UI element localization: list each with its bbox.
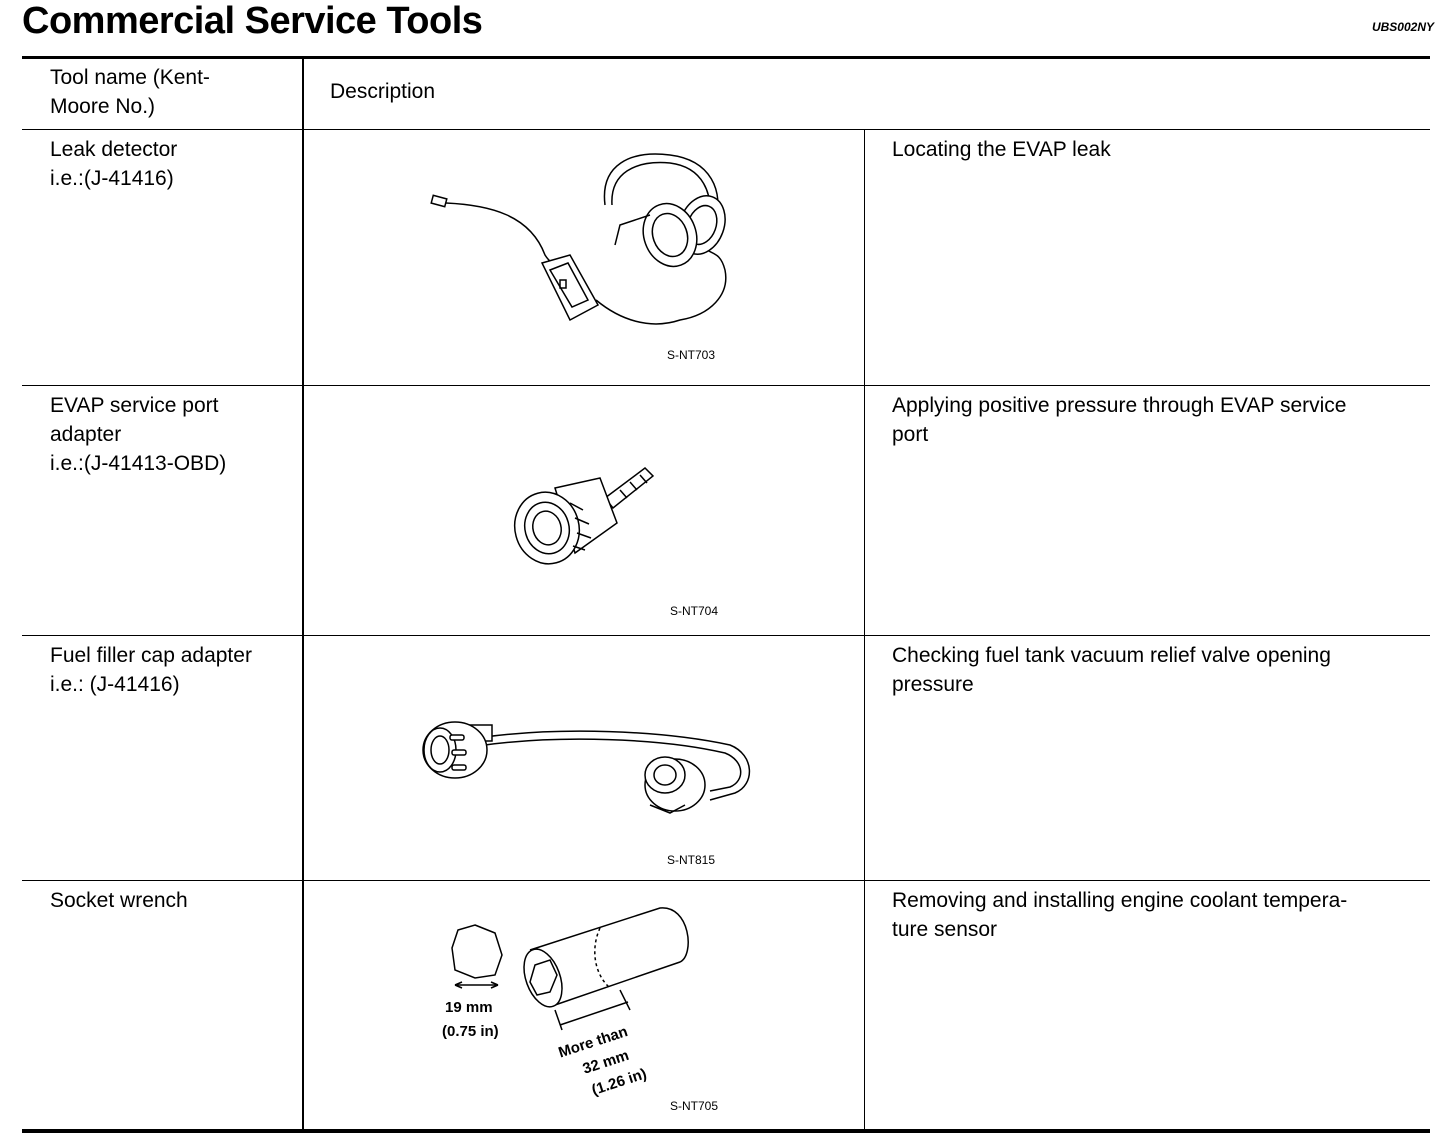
row-divider-3 (22, 880, 1430, 881)
figure-code: S-NT703 (667, 348, 716, 362)
bottom-rule (22, 1129, 1430, 1133)
header-row-divider (22, 129, 1430, 130)
column-divider-1 (302, 59, 304, 1129)
tool-description: Applying positive pressure through EVAP … (892, 394, 1347, 446)
tool-name: EVAP service port adapter i.e.:(J-41413-… (50, 394, 227, 475)
fuel-cap-adapter-icon (422, 721, 751, 814)
tool-description: Removing and installing engine coolant t… (892, 889, 1348, 941)
tool-name: Fuel filler cap adapter i.e.: (J-41416) (50, 644, 252, 696)
leak-detector-icon (430, 153, 727, 325)
tool-name: Socket wrench (50, 889, 188, 912)
tool-description: Locating the EVAP leak (892, 138, 1111, 161)
figure-code: S-NT704 (670, 604, 719, 618)
row-divider-1 (22, 385, 1430, 386)
hex-size-in-label: (0.75 in) (442, 1023, 499, 1040)
figure-code: S-NT705 (670, 1099, 719, 1113)
column-divider-2 (864, 130, 865, 1129)
document-code: UBS002NY (1371, 20, 1434, 34)
evap-port-adapter-icon (513, 467, 655, 565)
hex-size-label: 19 mm (445, 999, 493, 1016)
tool-description: Checking fuel tank vacuum relief valve o… (892, 644, 1331, 696)
row-divider-2 (22, 635, 1430, 636)
header-tool-name: Tool name (Kent- Moore No.) (50, 66, 210, 118)
top-rule (22, 56, 1430, 59)
page-title: Commercial Service Tools (22, 0, 483, 42)
figure-code: S-NT815 (667, 853, 716, 867)
header-description: Description (330, 80, 436, 103)
tool-name: Leak detector i.e.:(J-41416) (50, 138, 178, 190)
socket-wrench-icon: 19 mm (0.75 in) More than 32 mm (1.26 in… (442, 907, 689, 1099)
